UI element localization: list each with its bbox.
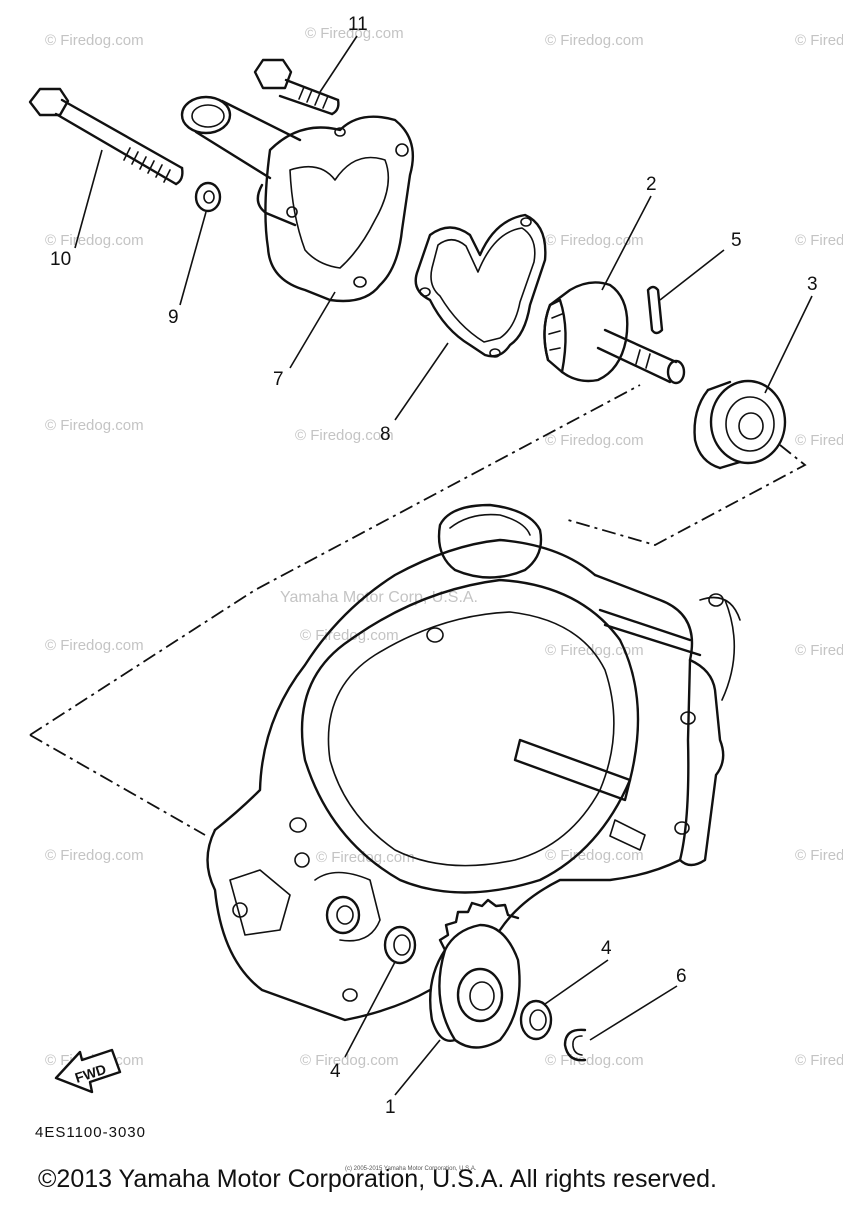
watermark: © Firedog.com [45, 32, 144, 49]
watermark: © Firedog.com [316, 849, 415, 866]
watermark: © Firedog.com [795, 232, 843, 249]
part-label-1: 1 [385, 1097, 396, 1118]
long-bolt [28, 87, 184, 186]
gasket [414, 213, 547, 358]
part-label-4-inner: 4 [330, 1061, 341, 1082]
watermark: © Firedog.com [300, 627, 399, 644]
center-watermark: Yamaha Motor Corp, U.S.A. [280, 589, 478, 606]
leader-lines [74, 35, 813, 1096]
watermark: © Firedog.com [45, 232, 144, 249]
watermark: © Firedog.com [45, 417, 144, 434]
fwd-arrow: FWD [54, 1048, 122, 1094]
watermark: © Firedog.com [545, 642, 644, 659]
watermark: © Firedog.com [45, 847, 144, 864]
watermark: © Firedog.com [545, 847, 644, 864]
watermark: © Firedog.com [545, 1052, 644, 1069]
part-code: 4ES1100-3030 [35, 1124, 146, 1141]
part-label-8: 8 [380, 424, 391, 445]
watermark: © Firedog.com [795, 847, 843, 864]
part-labels: 11 2 5 3 10 9 7 8 4 6 4 1 [50, 14, 818, 1118]
drive-gear [429, 898, 521, 1049]
watermark: © Firedog.com [795, 32, 843, 49]
part-label-7: 7 [273, 369, 284, 390]
washer-outer [519, 999, 553, 1041]
crankcase-cover [206, 503, 741, 1022]
washer [194, 181, 222, 213]
watermark: © Firedog.com [545, 232, 644, 249]
water-pump-housing [180, 95, 414, 303]
watermark: © Firedog.com [45, 637, 144, 654]
part-label-6: 6 [676, 966, 687, 987]
part-label-10: 10 [50, 249, 71, 270]
dowel-pin [646, 285, 664, 335]
watermark: © Firedog.com [795, 642, 843, 659]
bearing [693, 379, 787, 470]
impeller [543, 281, 686, 385]
watermark: © Firedog.com [300, 1052, 399, 1069]
small-credit: (c) 2005-2015 Yamaha Motor Corporation, … [345, 1166, 477, 1172]
watermark: © Firedog.com [795, 1052, 843, 1069]
watermark: © Firedog.com [545, 32, 644, 49]
watermark-layer: © Firedog.com © Firedog.com © Firedog.co… [45, 25, 843, 1069]
part-label-5: 5 [731, 230, 742, 251]
watermark: © Firedog.com [305, 25, 404, 42]
watermark: © Firedog.com [545, 432, 644, 449]
part-label-4-outer: 4 [601, 938, 612, 959]
circlip [563, 1028, 587, 1062]
short-bolt [253, 58, 340, 116]
part-label-9: 9 [168, 307, 179, 328]
watermark: © Firedog.com [295, 427, 394, 444]
washer-inner [383, 925, 417, 965]
copyright: ©2013 Yamaha Motor Corporation, U.S.A. A… [38, 1165, 717, 1193]
part-label-11: 11 [348, 14, 368, 35]
part-label-3: 3 [807, 274, 818, 295]
part-label-2: 2 [646, 174, 657, 195]
assembly-guide-line [29, 384, 807, 836]
watermark: © Firedog.com [795, 432, 843, 449]
